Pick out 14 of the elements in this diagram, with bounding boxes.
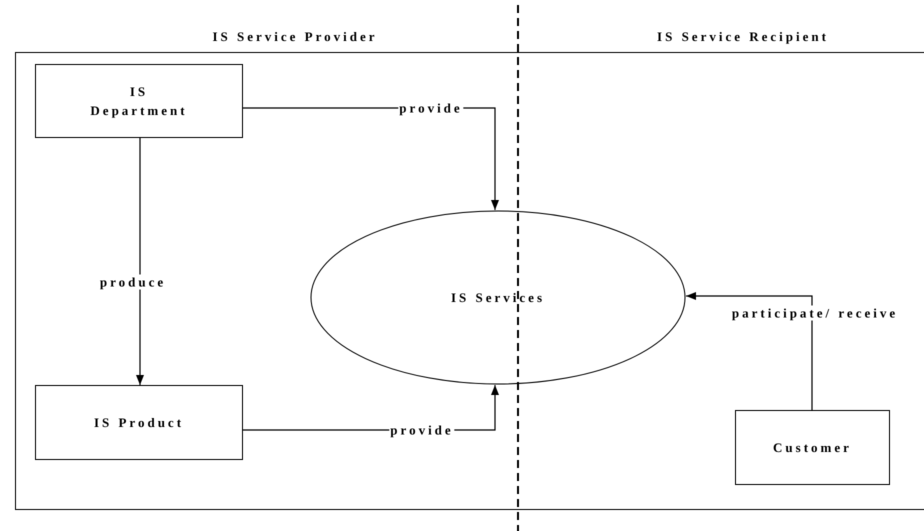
process-box xyxy=(35,64,243,138)
process-box xyxy=(35,385,243,460)
section-heading: IS Service Recipient xyxy=(657,29,829,45)
node-label: IS Department xyxy=(89,82,189,120)
node-label: IS Product xyxy=(94,414,184,432)
arrow xyxy=(686,292,813,410)
node-label: Customer xyxy=(773,438,852,457)
ellipse-node xyxy=(310,210,686,385)
process-box xyxy=(735,410,890,485)
section-heading: IS Service Provider xyxy=(212,29,378,45)
node-label: IS Services xyxy=(450,288,546,307)
edge-label: provide xyxy=(398,100,464,116)
edge-label: provide xyxy=(389,422,455,438)
arrow xyxy=(136,138,144,385)
